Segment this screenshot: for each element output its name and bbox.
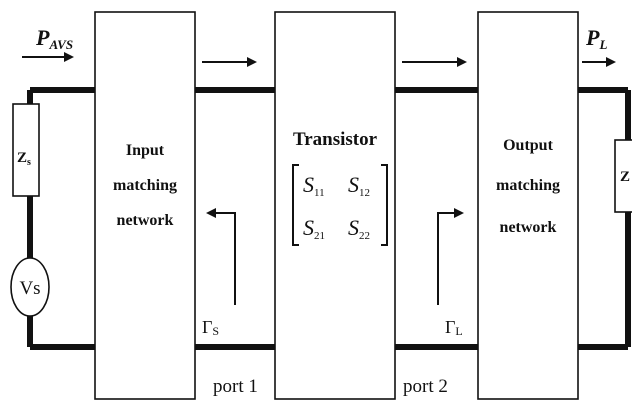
load-impedance-box bbox=[614, 139, 632, 213]
port-1-label: port 1 bbox=[213, 376, 258, 397]
voltage-source-label: Vs bbox=[19, 278, 40, 299]
gamma-l-arrow bbox=[437, 208, 464, 305]
input-matching-network-box bbox=[94, 11, 196, 400]
s12-element: S12 bbox=[348, 172, 370, 199]
circuit-wires bbox=[27, 87, 631, 350]
matrix-right-bracket bbox=[381, 164, 388, 246]
output-network-line-2: matching bbox=[496, 177, 560, 194]
source-impedance-box bbox=[12, 103, 40, 197]
output-network-line-1: Output bbox=[503, 137, 553, 154]
gamma-s-label: ΓS bbox=[202, 317, 219, 338]
gamma-l-label: ΓL bbox=[445, 317, 463, 338]
gamma-s-arrow bbox=[206, 208, 236, 305]
s22-element: S22 bbox=[348, 215, 370, 242]
transistor-box bbox=[274, 11, 396, 400]
input-network-line-2: matching bbox=[113, 177, 177, 194]
output-matching-network-box bbox=[477, 11, 579, 400]
s11-element: S11 bbox=[303, 172, 325, 199]
voltage-source-circle bbox=[10, 257, 50, 317]
s21-element: S21 bbox=[303, 215, 325, 242]
input-network-line-1: Input bbox=[126, 142, 165, 159]
input-network-line-3: network bbox=[117, 212, 174, 229]
source-impedance-label: Zs bbox=[17, 150, 31, 168]
load-impedance-label: Z bbox=[620, 169, 630, 185]
port-2-label: port 2 bbox=[403, 376, 448, 397]
output-network-line-3: network bbox=[500, 219, 557, 236]
load-power-label: PL bbox=[585, 25, 607, 52]
source-power-label: PAVS bbox=[35, 25, 73, 52]
transistor-title: Transistor bbox=[293, 129, 378, 150]
matrix-left-bracket bbox=[292, 164, 299, 246]
